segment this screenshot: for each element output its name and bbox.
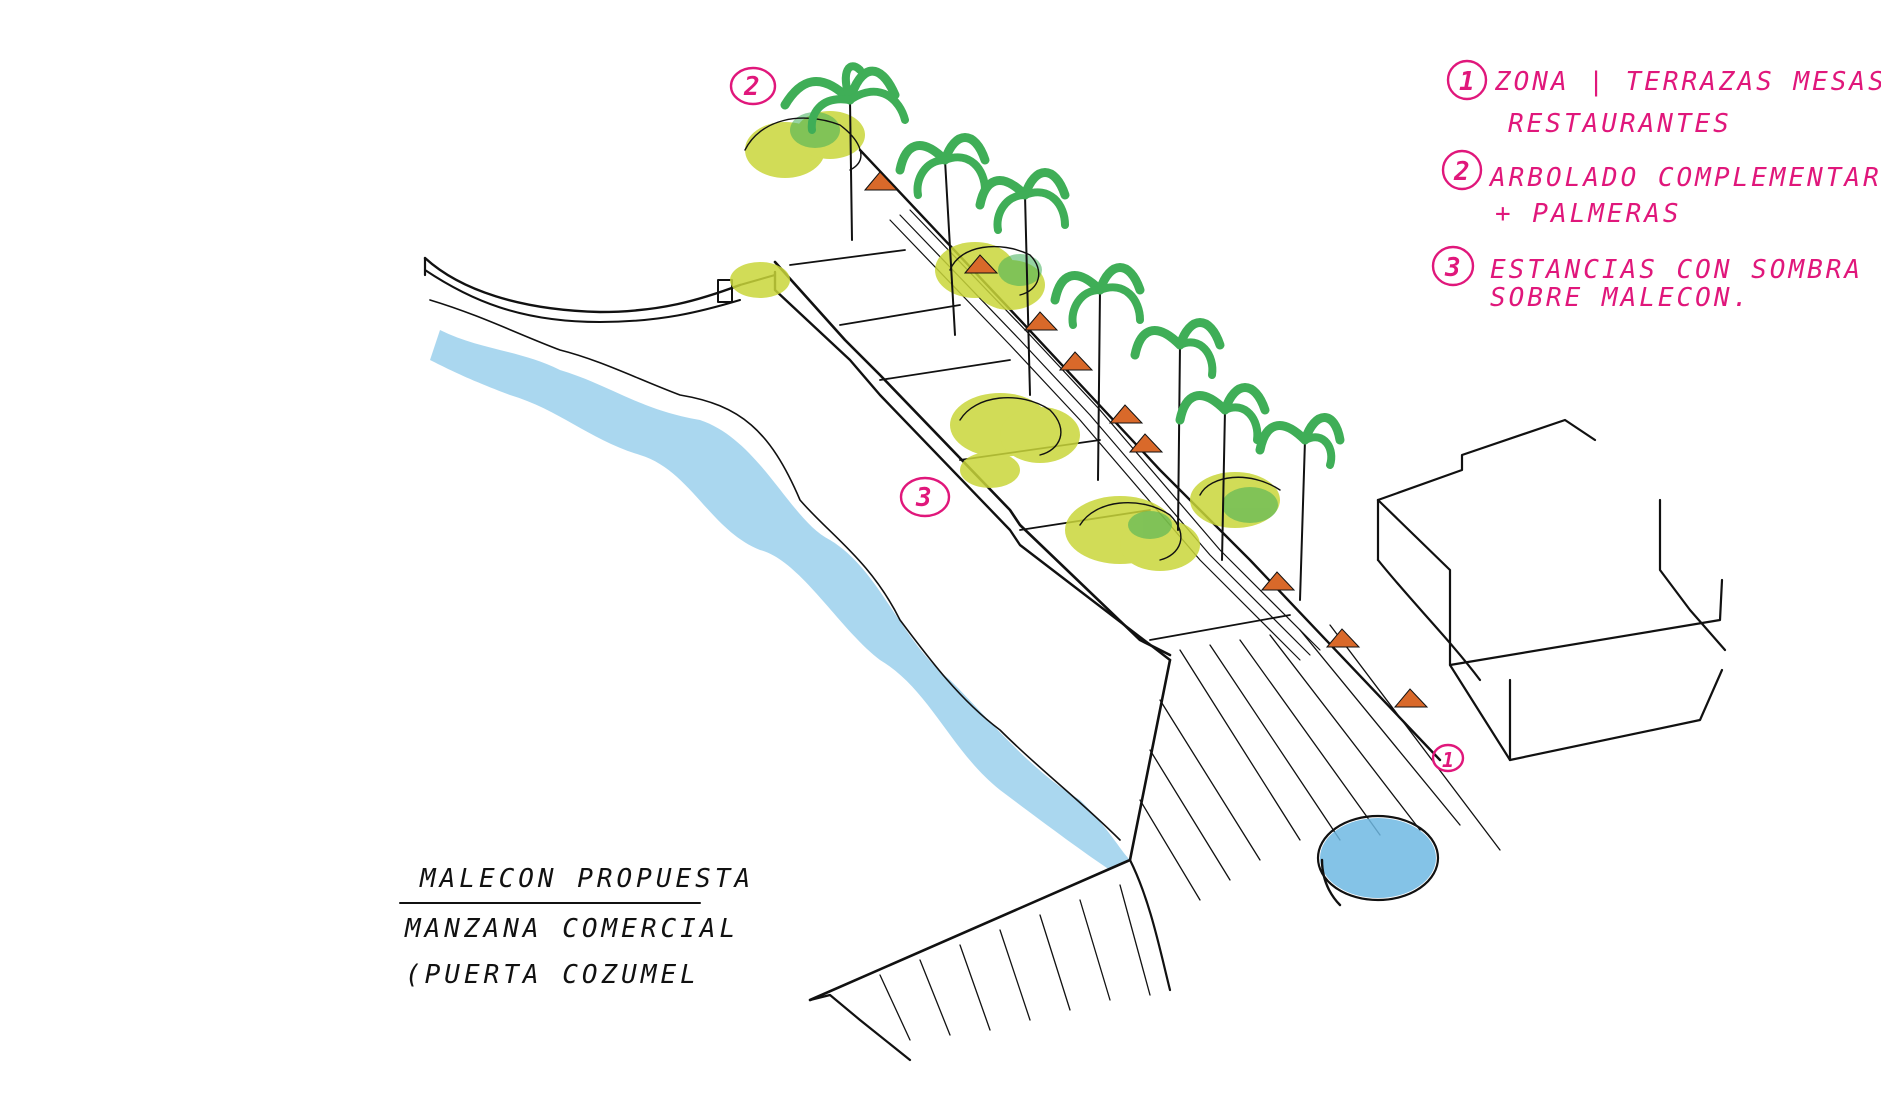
palm-4 <box>1050 263 1145 481</box>
palm-6 <box>1175 383 1270 561</box>
coast-edge <box>423 256 776 323</box>
legend-item-3: 3 ESTANCIAS CON SOMBRA SOBRE MALECON. <box>1431 245 1863 313</box>
svg-text:RESTAURANTES: RESTAURANTES <box>1508 109 1732 139</box>
plaza-road <box>808 624 1501 1062</box>
palm-trees <box>780 62 1345 601</box>
legend-item-1: 1 ZONA | TERRAZAS MESAS RESTAURANTES <box>1446 59 1881 139</box>
title-block: MALECON PROPUESTA MANZANA COMERCIAL (PUE… <box>399 864 754 990</box>
commercial-building <box>1376 418 1727 762</box>
vegetation <box>730 62 1429 708</box>
palm-5 <box>1130 318 1225 531</box>
fountain <box>1320 818 1436 898</box>
palm-7 <box>1255 413 1345 601</box>
drawing-subtitle-2: (PUERTA COZUMEL <box>405 960 700 990</box>
svg-text:SOBRE MALECON.: SOBRE MALECON. <box>1490 283 1751 313</box>
palm-1 <box>780 62 909 241</box>
palm-3 <box>975 168 1070 396</box>
terrace-umbrellas <box>863 171 1429 708</box>
svg-text:+ PALMERAS: + PALMERAS <box>1495 199 1682 229</box>
svg-text:1: 1 <box>1459 67 1475 97</box>
sea-water <box>429 299 1130 870</box>
svg-text:ESTANCIAS CON SOMBRA: ESTANCIAS CON SOMBRA <box>1490 255 1863 285</box>
svg-text:3: 3 <box>1444 253 1461 283</box>
drawing-subtitle-1: MANZANA COMERCIAL <box>404 914 739 944</box>
svg-text:ZONA | TERRAZAS MESAS: ZONA | TERRAZAS MESAS <box>1494 67 1881 97</box>
svg-text:ARBOLADO COMPLEMENTARIO: ARBOLADO COMPLEMENTARIO <box>1488 163 1881 193</box>
marker-trees: 2 <box>729 66 777 106</box>
svg-text:3: 3 <box>915 483 932 513</box>
svg-text:1: 1 <box>1442 748 1454 772</box>
svg-text:2: 2 <box>1453 157 1470 187</box>
legend: 1 ZONA | TERRAZAS MESAS RESTAURANTES 2 A… <box>1431 59 1881 313</box>
legend-item-2: 2 ARBOLADO COMPLEMENTARIO + PALMERAS <box>1441 149 1881 229</box>
marker-terraces: 1 <box>1431 743 1465 773</box>
svg-text:2: 2 <box>743 72 760 102</box>
marker-shade: 3 <box>899 476 951 518</box>
promenade-block <box>773 148 1442 762</box>
drawing-title: MALECON PROPUESTA <box>419 864 754 894</box>
